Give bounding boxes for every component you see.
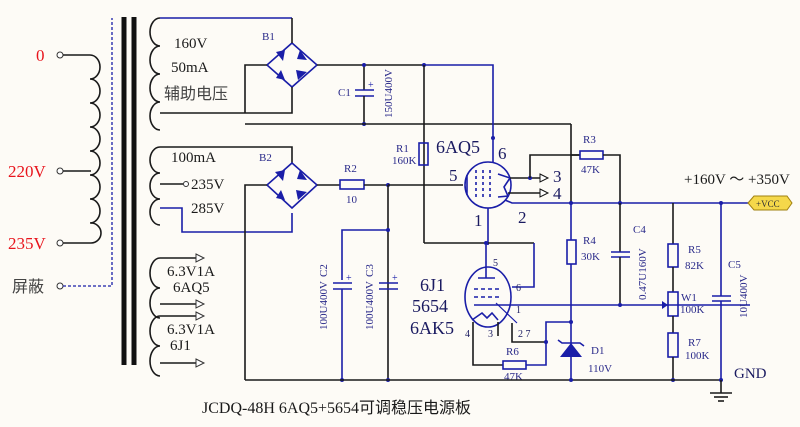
- resistor-r4: [566, 203, 577, 380]
- capacitor-c5: [712, 203, 731, 380]
- resistor-r3: [571, 150, 621, 203]
- resistor-r5: [667, 203, 679, 292]
- resistor-r6: [502, 320, 573, 370]
- r3-ref: R3: [583, 134, 596, 146]
- r1-value: 160K: [392, 155, 417, 167]
- tube-6j1: [464, 245, 750, 366]
- c4-ref: C4: [633, 224, 646, 236]
- primary-winding: [56, 18, 113, 290]
- resistor-r1: [418, 142, 429, 166]
- c5-value: 10U400V: [738, 275, 750, 318]
- heater-winding-1: [149, 253, 206, 319]
- zener-diode-d1: [557, 339, 585, 357]
- tube2-pin5: 5: [493, 258, 498, 269]
- c1-value: 150U400V: [383, 69, 395, 118]
- tube2-name-6j1: 6J1: [420, 275, 445, 295]
- c1-ref: C1: [338, 87, 351, 99]
- r4-ref: R4: [583, 235, 596, 247]
- tube1-pin5: 5: [449, 166, 458, 185]
- d1-ref: D1: [591, 345, 604, 357]
- tube1-pin3: 3: [553, 167, 562, 186]
- main-tap2-label: 285V: [191, 201, 225, 217]
- tube2-name-6ak5: 6AK5: [410, 318, 454, 338]
- c3-value: 100U400V: [364, 281, 376, 330]
- ground-icon: [710, 380, 732, 402]
- tube2-name-5654: 5654: [412, 296, 448, 316]
- shield-label: 屏蔽: [12, 278, 44, 296]
- secondary-aux-winding: [149, 17, 293, 131]
- r5-ref: R5: [688, 244, 701, 256]
- svg-text:+: +: [392, 273, 398, 284]
- tube1-pin2: 2: [518, 208, 527, 227]
- capacitor-c4: [611, 203, 630, 307]
- potentiometer-w1[interactable]: [662, 291, 679, 333]
- aux-voltage-label: 160V: [174, 36, 208, 52]
- c5-ref: C5: [728, 259, 741, 271]
- svg-text:+: +: [368, 80, 374, 91]
- tube2-pin3: 3: [488, 329, 493, 340]
- b2-label: B2: [259, 152, 272, 164]
- tube1-pin4: 4: [553, 184, 562, 203]
- heater2-tube-label: 6J1: [170, 338, 191, 354]
- secondary-main-winding: [149, 146, 293, 233]
- resistor-r2: [339, 179, 390, 190]
- r7-value: 100K: [685, 350, 710, 362]
- tube2-pin6: 6: [516, 283, 521, 294]
- board-title: JCDQ-48H 6AQ5+5654可调稳压电源板: [202, 399, 471, 417]
- r6-ref: R6: [506, 346, 519, 358]
- c2-ref: C2: [318, 264, 330, 277]
- tube2-pin4: 4: [465, 329, 470, 340]
- d1-value: 110V: [588, 363, 612, 375]
- tube1-name: 6AQ5: [436, 137, 480, 157]
- r2-ref: R2: [344, 163, 357, 175]
- heater1-tube-label: 6AQ5: [173, 280, 210, 296]
- capacitor-c1: +: [355, 63, 374, 126]
- gnd-label: GND: [734, 366, 767, 382]
- c2-value: 100U400V: [318, 281, 330, 330]
- tube2-pin27: 2 7: [518, 329, 531, 340]
- w1-ref: W1: [681, 292, 697, 304]
- main-current-label: 100mA: [171, 150, 216, 166]
- main-tap1-label: 235V: [191, 177, 225, 193]
- aux-current-label: 50mA: [171, 60, 209, 76]
- c3-ref: C3: [364, 264, 376, 277]
- heater-winding-2: [149, 311, 206, 377]
- r6-value: 47K: [504, 371, 523, 383]
- r3-value: 47K: [581, 164, 600, 176]
- w1-value: 100K: [680, 304, 705, 316]
- svg-text:+: +: [346, 273, 352, 284]
- tap-220v-label: 220V: [8, 162, 47, 181]
- tap-0-label: 0: [36, 46, 45, 65]
- vcc-label: +VCC: [756, 199, 780, 209]
- b1-label: B1: [262, 31, 275, 43]
- r2-value: 10: [346, 194, 358, 206]
- c4-value: 0.47U160V: [637, 248, 649, 300]
- tube2-pin1: 1: [516, 305, 521, 316]
- tube1-pin1: 1: [474, 211, 483, 230]
- tap-235v-label: 235V: [8, 234, 47, 253]
- aux-name-label: 辅助电压: [164, 85, 228, 103]
- tube-6aq5: [388, 138, 580, 245]
- tube1-pin6: 6: [498, 144, 507, 163]
- heater1-rating-label: 6.3V1A: [167, 264, 215, 280]
- r5-value: 82K: [685, 260, 704, 272]
- bridge-rectifier-b2: [244, 161, 340, 380]
- resistor-r7: [667, 332, 679, 382]
- r1-ref: R1: [396, 143, 409, 155]
- heater2-rating-label: 6.3V1A: [167, 322, 215, 338]
- capacitor-c2: +: [333, 273, 352, 382]
- capacitor-c3: +: [379, 273, 398, 382]
- bridge-rectifier-b1: [244, 18, 425, 113]
- vcc-tag: [747, 195, 793, 211]
- r4-value: 30K: [581, 251, 600, 263]
- output-range-label: +160V ～ +350V: [684, 172, 790, 188]
- r7-ref: R7: [688, 337, 701, 349]
